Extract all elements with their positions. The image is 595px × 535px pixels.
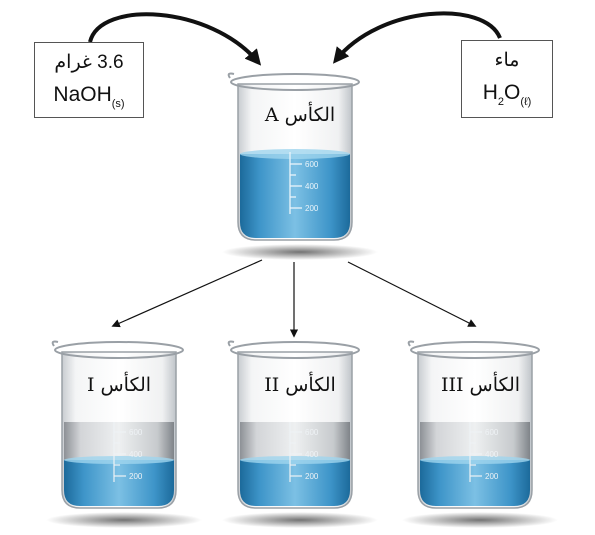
tick-label-200: 200 [129, 472, 143, 481]
liquid-surface [240, 456, 350, 464]
graduation-marks [289, 422, 302, 482]
tick-label-400: 400 [305, 182, 319, 191]
tick-label-600: 600 [485, 428, 499, 437]
naoh-to-beaker-arrow [88, 12, 262, 66]
naoh-box: 3.6 غرام NaOH(s) [34, 42, 144, 118]
tick-label-200: 200 [305, 472, 319, 481]
beaker-liquid [420, 460, 530, 506]
tick-label-200: 200 [305, 204, 319, 213]
beaker-iii-label: الكأس III [440, 374, 521, 396]
beaker-rim [410, 341, 540, 359]
beaker-a-label: الكأس A [264, 104, 336, 126]
beaker-empty-zone [420, 422, 530, 460]
beaker-a: 600 400 200 [222, 72, 378, 260]
beaker-rim [54, 341, 184, 359]
graduation-marks [289, 152, 302, 214]
naoh-formula-state: (s) [111, 98, 125, 110]
tick-label-400: 400 [129, 450, 143, 459]
liquid-surface [64, 456, 174, 464]
tick-label-600: 600 [305, 160, 319, 169]
beaker-empty-zone [64, 422, 174, 460]
beaker-ii: 600 400 200 [222, 340, 378, 528]
naoh-formula: NaOH(s) [35, 83, 143, 110]
beaker-ii-label: الكأس II [264, 374, 336, 396]
water-name: ماء [494, 50, 520, 71]
liquid-surface [240, 149, 350, 159]
beaker-shadow [402, 512, 558, 528]
tick-label-600: 600 [305, 428, 319, 437]
beaker-empty-zone [240, 422, 350, 460]
beaker-rim [230, 73, 360, 91]
tick-label-600: 600 [129, 428, 143, 437]
tick-label-200: 200 [485, 472, 499, 481]
water-formula-h: H [482, 81, 498, 104]
beaker-shadow [222, 244, 378, 260]
arrow-to-beaker-i [111, 259, 263, 328]
naoh-mass: 3.6 غرام [54, 52, 124, 73]
beaker-liquid [240, 154, 350, 238]
beaker-shadow [46, 512, 202, 528]
beaker-liquid [64, 460, 174, 506]
water-formula: H2O(ℓ) [462, 81, 552, 108]
water-formula-o: O [504, 81, 521, 104]
beaker-i-label: الكأس I [86, 374, 152, 396]
beaker-liquid [240, 460, 350, 506]
water-to-beaker-arrow [332, 11, 502, 64]
arrow-to-beaker-iii [347, 261, 477, 327]
beaker-rim [230, 341, 360, 359]
graduation-marks [469, 422, 482, 482]
liquid-surface [420, 456, 530, 464]
tick-label-400: 400 [305, 450, 319, 459]
beaker-i: 600 400 200 [46, 340, 202, 528]
naoh-formula-main: NaOH [53, 83, 112, 106]
graduation-marks [113, 422, 126, 482]
tick-label-400: 400 [485, 450, 499, 459]
beaker-iii: 600 400 200 [402, 340, 558, 528]
water-box: ماء H2O(ℓ) [461, 40, 553, 118]
water-formula-state: (ℓ) [520, 96, 532, 108]
beaker-shadow [222, 512, 378, 528]
water-formula-two: 2 [497, 96, 505, 108]
